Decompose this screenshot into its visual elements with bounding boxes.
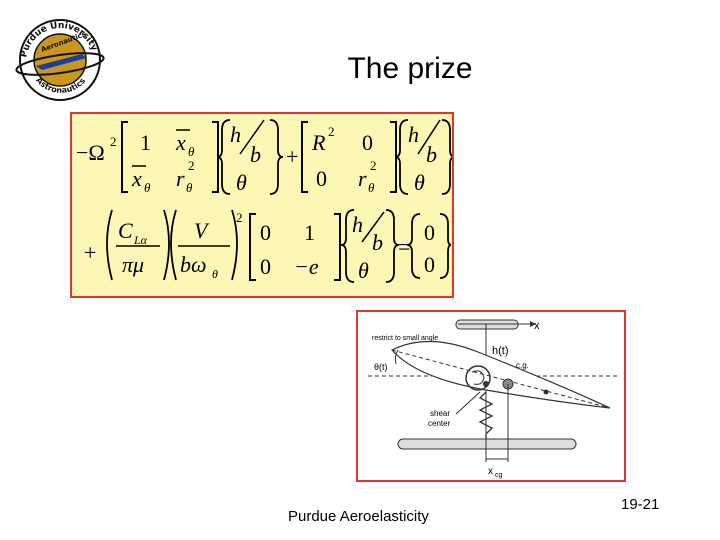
vector3-b: b xyxy=(372,230,383,255)
vector2-h: h xyxy=(408,122,419,147)
label-restrict: restrict to small angle xyxy=(372,335,438,342)
matrix2-a22: r xyxy=(358,166,367,191)
vector1-b: b xyxy=(250,142,261,167)
equation-graphic: −Ω 2 1 x θ x θ r 2 θ h b θ + 0 R 2 0 0 r… xyxy=(76,119,452,283)
matrix1-a11: 1 xyxy=(140,130,151,155)
slide-title: The prize xyxy=(347,52,473,85)
purdue-aero-logo: Purdue University Astronautics Aeronauti… xyxy=(12,14,108,104)
slide-footer: Purdue Aeroelasticity xyxy=(288,508,429,525)
matrix2-a22-sup: 2 xyxy=(370,158,377,173)
label-h: h(t) xyxy=(492,345,509,357)
matrix3-right-bracket xyxy=(334,213,341,281)
matrix3-a12: 1 xyxy=(304,220,315,245)
label-cg: c.g. xyxy=(516,361,529,370)
matrix1-a22-sub: θ xyxy=(186,180,193,195)
plus-sign-2: + xyxy=(84,240,96,265)
linear-spring xyxy=(478,391,494,439)
label-xcg: x xyxy=(488,466,493,477)
vector2-b: b xyxy=(426,142,437,167)
label-xcg-sub: cg xyxy=(495,472,503,479)
vector3-h: h xyxy=(352,212,363,237)
matrix2-a22-sub: θ xyxy=(368,180,375,195)
vector3-theta: θ xyxy=(358,258,369,283)
rhs-row1: 0 xyxy=(424,220,435,245)
matrix2-a12: 0 xyxy=(362,130,373,155)
matrix1-a22-sup: 2 xyxy=(188,158,195,173)
matrix3-a11: 0 xyxy=(260,220,271,245)
vector1-left-brace xyxy=(216,119,231,195)
logo-graphic: Purdue University Astronautics Aeronauti… xyxy=(15,19,105,101)
matrix3-a21: 0 xyxy=(260,254,271,279)
label-theta: θ(t) xyxy=(374,362,388,372)
matrix2-a21: 0 xyxy=(316,166,327,191)
airfoil-figure: x h(t) restrict to small angle θ(t) c.g.… xyxy=(356,310,626,482)
vector1-right-brace xyxy=(269,119,284,195)
airfoil-diagram: x h(t) restrict to small angle θ(t) c.g.… xyxy=(368,319,620,479)
label-center: center xyxy=(428,419,451,428)
vector2-theta: θ xyxy=(414,170,425,195)
fraction2-den: bω xyxy=(180,252,207,277)
fraction2-num: V xyxy=(194,218,210,243)
matrix1-a21: x xyxy=(131,166,142,191)
matrix3-a22: −e xyxy=(294,254,319,279)
matrix1-a12: x xyxy=(175,130,186,155)
label-x: x xyxy=(534,320,540,332)
equation-box: −Ω 2 1 x θ x θ r 2 θ h b θ + 0 R 2 0 0 r… xyxy=(70,112,454,298)
matrix1-a12-sub: θ xyxy=(188,144,195,159)
matrix1-a22: r xyxy=(176,166,185,191)
fraction2-den-sub: θ xyxy=(212,267,218,281)
omega-term: −Ω xyxy=(76,140,105,165)
matrix3-left-bracket xyxy=(249,213,256,281)
fraction1-num: C xyxy=(118,218,133,243)
fraction1-den: πμ xyxy=(122,252,144,277)
matrix2-R-sup: 2 xyxy=(328,124,335,139)
matrix2-left-bracket xyxy=(301,121,308,193)
label-shear: shear xyxy=(430,409,450,418)
plus-sign-1: + xyxy=(286,144,298,169)
vector2-left-brace xyxy=(394,119,409,195)
vector1-theta: θ xyxy=(236,170,247,195)
matrix1-a21-sub: θ xyxy=(144,180,151,195)
vector1-h: h xyxy=(230,122,241,147)
fraction1-num-sub: Lα xyxy=(133,233,148,247)
vector2-right-brace xyxy=(441,119,452,195)
omega-exponent: 2 xyxy=(110,134,117,149)
rhs-row2: 0 xyxy=(424,252,435,277)
matrix2-R: R xyxy=(311,130,326,155)
page-number: 19-21 xyxy=(621,496,660,513)
equals-sign: = xyxy=(398,234,410,259)
matrix1-left-bracket xyxy=(121,121,128,193)
row2-exponent: 2 xyxy=(236,210,243,225)
